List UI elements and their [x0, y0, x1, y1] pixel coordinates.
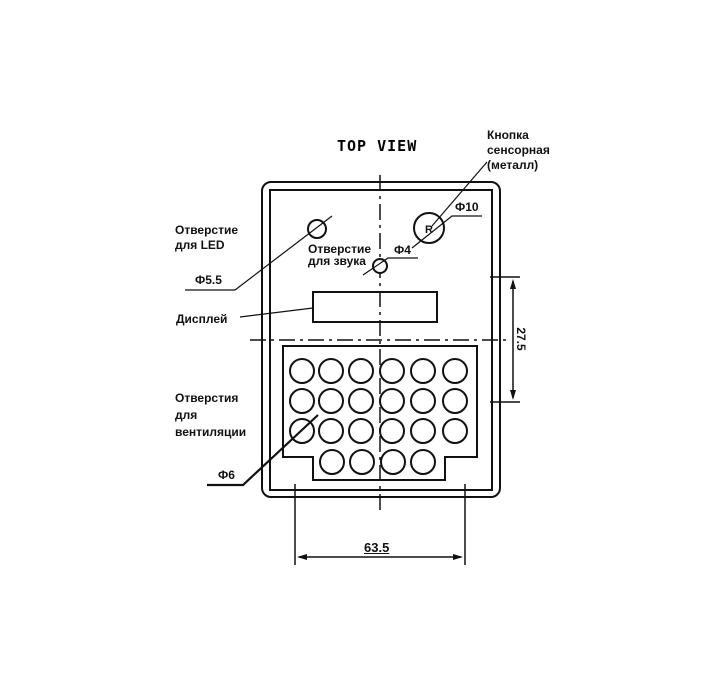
label-line: сенсорная [487, 143, 550, 157]
label-line: для LED [175, 238, 225, 252]
vent-hole [348, 418, 374, 444]
vent-hole [410, 358, 436, 384]
vent-holes [289, 358, 468, 475]
touch-button [413, 212, 445, 244]
label-line: Отверстие [308, 242, 372, 256]
width-dim-label: 63.5 [364, 540, 390, 555]
vent-hole [348, 358, 374, 384]
label-line: Отверстия [175, 391, 239, 405]
vent-hole [318, 388, 344, 414]
vent-hole [410, 418, 436, 444]
vent-hole [380, 449, 406, 475]
vent-hole [348, 388, 374, 414]
button-dim-leader [411, 215, 482, 249]
vent-hole [318, 358, 344, 384]
led-hole [307, 219, 327, 239]
vent-dim: Ф6 [218, 468, 235, 482]
vent-hole [379, 388, 405, 414]
vent-hole [349, 449, 375, 475]
arrow-right [453, 554, 463, 560]
arrow-left [297, 554, 307, 560]
button-mark: R [425, 224, 433, 236]
display-window [312, 291, 438, 323]
vent-leader [207, 414, 319, 487]
view-title: TOP VIEW [337, 137, 418, 155]
vent-label: Отверстия для вентиляции [175, 390, 246, 441]
label-line: (металл) [487, 158, 539, 172]
label-line: Отверстие [175, 223, 239, 237]
label-line: вентиляции [175, 425, 247, 439]
height-dim-label: 27.5 [514, 327, 528, 351]
display-label: Дисплей [176, 312, 228, 326]
label-line: Кнопка [487, 128, 529, 142]
vent-hole [318, 418, 344, 444]
button-leader [431, 161, 488, 227]
button-dim: Ф10 [455, 200, 479, 214]
sound-hole [372, 258, 388, 274]
vent-hole [289, 358, 315, 384]
led-leader [185, 215, 333, 291]
sound-dim-leader [362, 257, 418, 276]
button-label: Кнопка сенсорная (металл) [487, 128, 550, 173]
vent-hole [410, 388, 436, 414]
sound-dim: Ф4 [394, 243, 411, 257]
arrow-down [510, 390, 516, 400]
sound-label: Отверстие для звука [308, 243, 371, 267]
vent-hole [442, 418, 468, 444]
label-line: для [175, 408, 198, 422]
vent-hole [442, 358, 468, 384]
arrow-up [510, 279, 516, 289]
label-line: для звука [308, 254, 366, 268]
vent-hole [289, 418, 315, 444]
led-dim: Ф5.5 [195, 273, 222, 287]
vent-hole [319, 449, 345, 475]
vent-hole [442, 388, 468, 414]
vent-hole [379, 358, 405, 384]
vent-hole [410, 449, 436, 475]
vent-hole [379, 418, 405, 444]
display-leader [239, 307, 314, 318]
led-label: Отверстие для LED [175, 223, 238, 253]
vent-area [282, 345, 478, 481]
vent-hole [289, 388, 315, 414]
